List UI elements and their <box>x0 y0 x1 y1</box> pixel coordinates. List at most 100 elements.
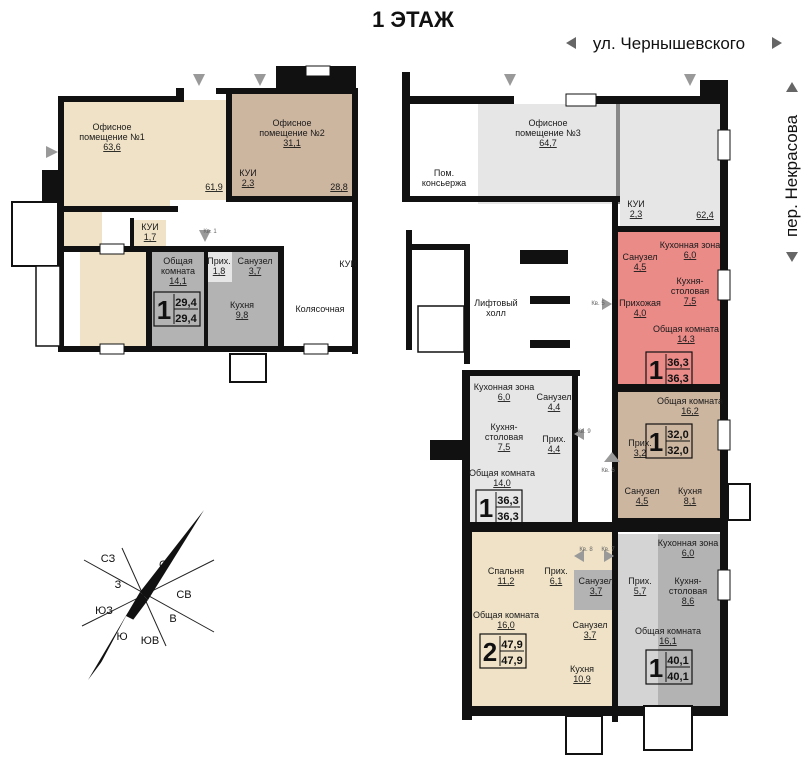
room-area: 14,1 <box>169 276 187 286</box>
apt-tag: Кв. 7 <box>601 547 615 553</box>
badge-living-area: 36,3 <box>497 511 518 523</box>
room-name: Кухня- <box>674 576 701 586</box>
wall <box>406 230 412 350</box>
room-label-stroller: Колясочная <box>295 304 344 314</box>
compass-rose: С Ю В З СВ СЗ ЮВ ЮЗ <box>81 510 215 680</box>
room-name: Лифтовый <box>474 298 517 308</box>
badge-frame <box>479 633 527 669</box>
window <box>99 243 125 255</box>
street-side-label: пер. Некрасова <box>782 114 801 237</box>
a7-hall-fill <box>618 534 658 710</box>
room-name: Кухня- <box>676 276 703 286</box>
wall <box>352 88 358 354</box>
walls <box>11 65 751 755</box>
balcony <box>565 715 603 755</box>
room-fills <box>60 88 720 710</box>
room-name: Санузел <box>572 620 607 630</box>
wall <box>58 346 358 352</box>
room-name: Офисное <box>273 118 312 128</box>
balcony <box>229 353 267 383</box>
room-area: 62,4 <box>696 210 714 220</box>
entrance-porch <box>643 705 693 751</box>
room-name: Общая комната <box>469 468 535 478</box>
room-name: Офисное <box>93 122 132 132</box>
office1-fill <box>60 100 170 210</box>
wall <box>226 88 232 198</box>
wall <box>720 96 728 716</box>
room-name: Кухонная зона <box>660 240 720 250</box>
a8-fill <box>472 532 616 708</box>
page-title: 1 ЭТАЖ <box>372 7 454 32</box>
room-name: Прих. <box>542 434 566 444</box>
room-area: 1,7 <box>144 232 157 242</box>
room-area: 3,2 <box>634 448 647 458</box>
street-top-label: ул. Чернышевского <box>593 34 745 53</box>
room-area: 8,6 <box>682 596 695 606</box>
a1-hall-fill <box>206 252 232 282</box>
wall <box>148 246 284 252</box>
room-area: 3,7 <box>249 266 262 276</box>
room-name: Санузел <box>622 252 657 262</box>
room-area: 7,5 <box>684 296 697 306</box>
room-area: 6,1 <box>550 576 563 586</box>
a5-fill <box>618 232 720 384</box>
room-area: 6,0 <box>498 392 511 402</box>
room-area: 4,5 <box>634 262 647 272</box>
room-label-a1_hall: Прих.1,8 <box>207 256 231 276</box>
room-name: КУИ <box>627 199 645 209</box>
entry-arrow-icon <box>46 146 58 158</box>
room-area: 4,5 <box>636 496 649 506</box>
room-name: Санузел <box>237 256 272 266</box>
room-label-a9_hall: Прих.4,4 <box>542 434 566 454</box>
room-name: Общая <box>163 256 193 266</box>
compass-ne: СВ <box>176 589 191 601</box>
room-area: 6,0 <box>682 548 695 558</box>
room-area: 11,2 <box>498 576 515 586</box>
office2b-fill <box>292 88 352 200</box>
wall <box>462 706 728 716</box>
a7-bath-fill <box>574 570 618 610</box>
entry-arrow-icon <box>504 74 516 86</box>
badge-frame <box>645 423 693 459</box>
window <box>303 343 329 355</box>
entry-arrows <box>46 74 696 562</box>
badge-room-count: 1 <box>649 427 663 457</box>
room-name: КУИ <box>239 168 257 178</box>
room-name: Общая комната <box>653 324 719 334</box>
a6-fill <box>618 392 720 518</box>
room-area: 16,1 <box>659 636 677 646</box>
wall <box>42 170 64 206</box>
room-name: Прих. <box>628 438 652 448</box>
room-area: 2,3 <box>630 209 643 219</box>
window <box>565 93 597 107</box>
kui1-fill <box>132 220 166 250</box>
apt-tag: Кв. 8 <box>579 547 593 553</box>
office1d-fill <box>80 252 150 348</box>
compass-se: ЮВ <box>141 635 159 647</box>
room-area: 8,1 <box>684 496 697 506</box>
wall <box>530 296 570 304</box>
north-needle-icon <box>140 510 204 600</box>
compass-s: Ю <box>116 631 127 643</box>
room-area: 31,1 <box>283 138 301 148</box>
room-name: Прих. <box>544 566 568 576</box>
